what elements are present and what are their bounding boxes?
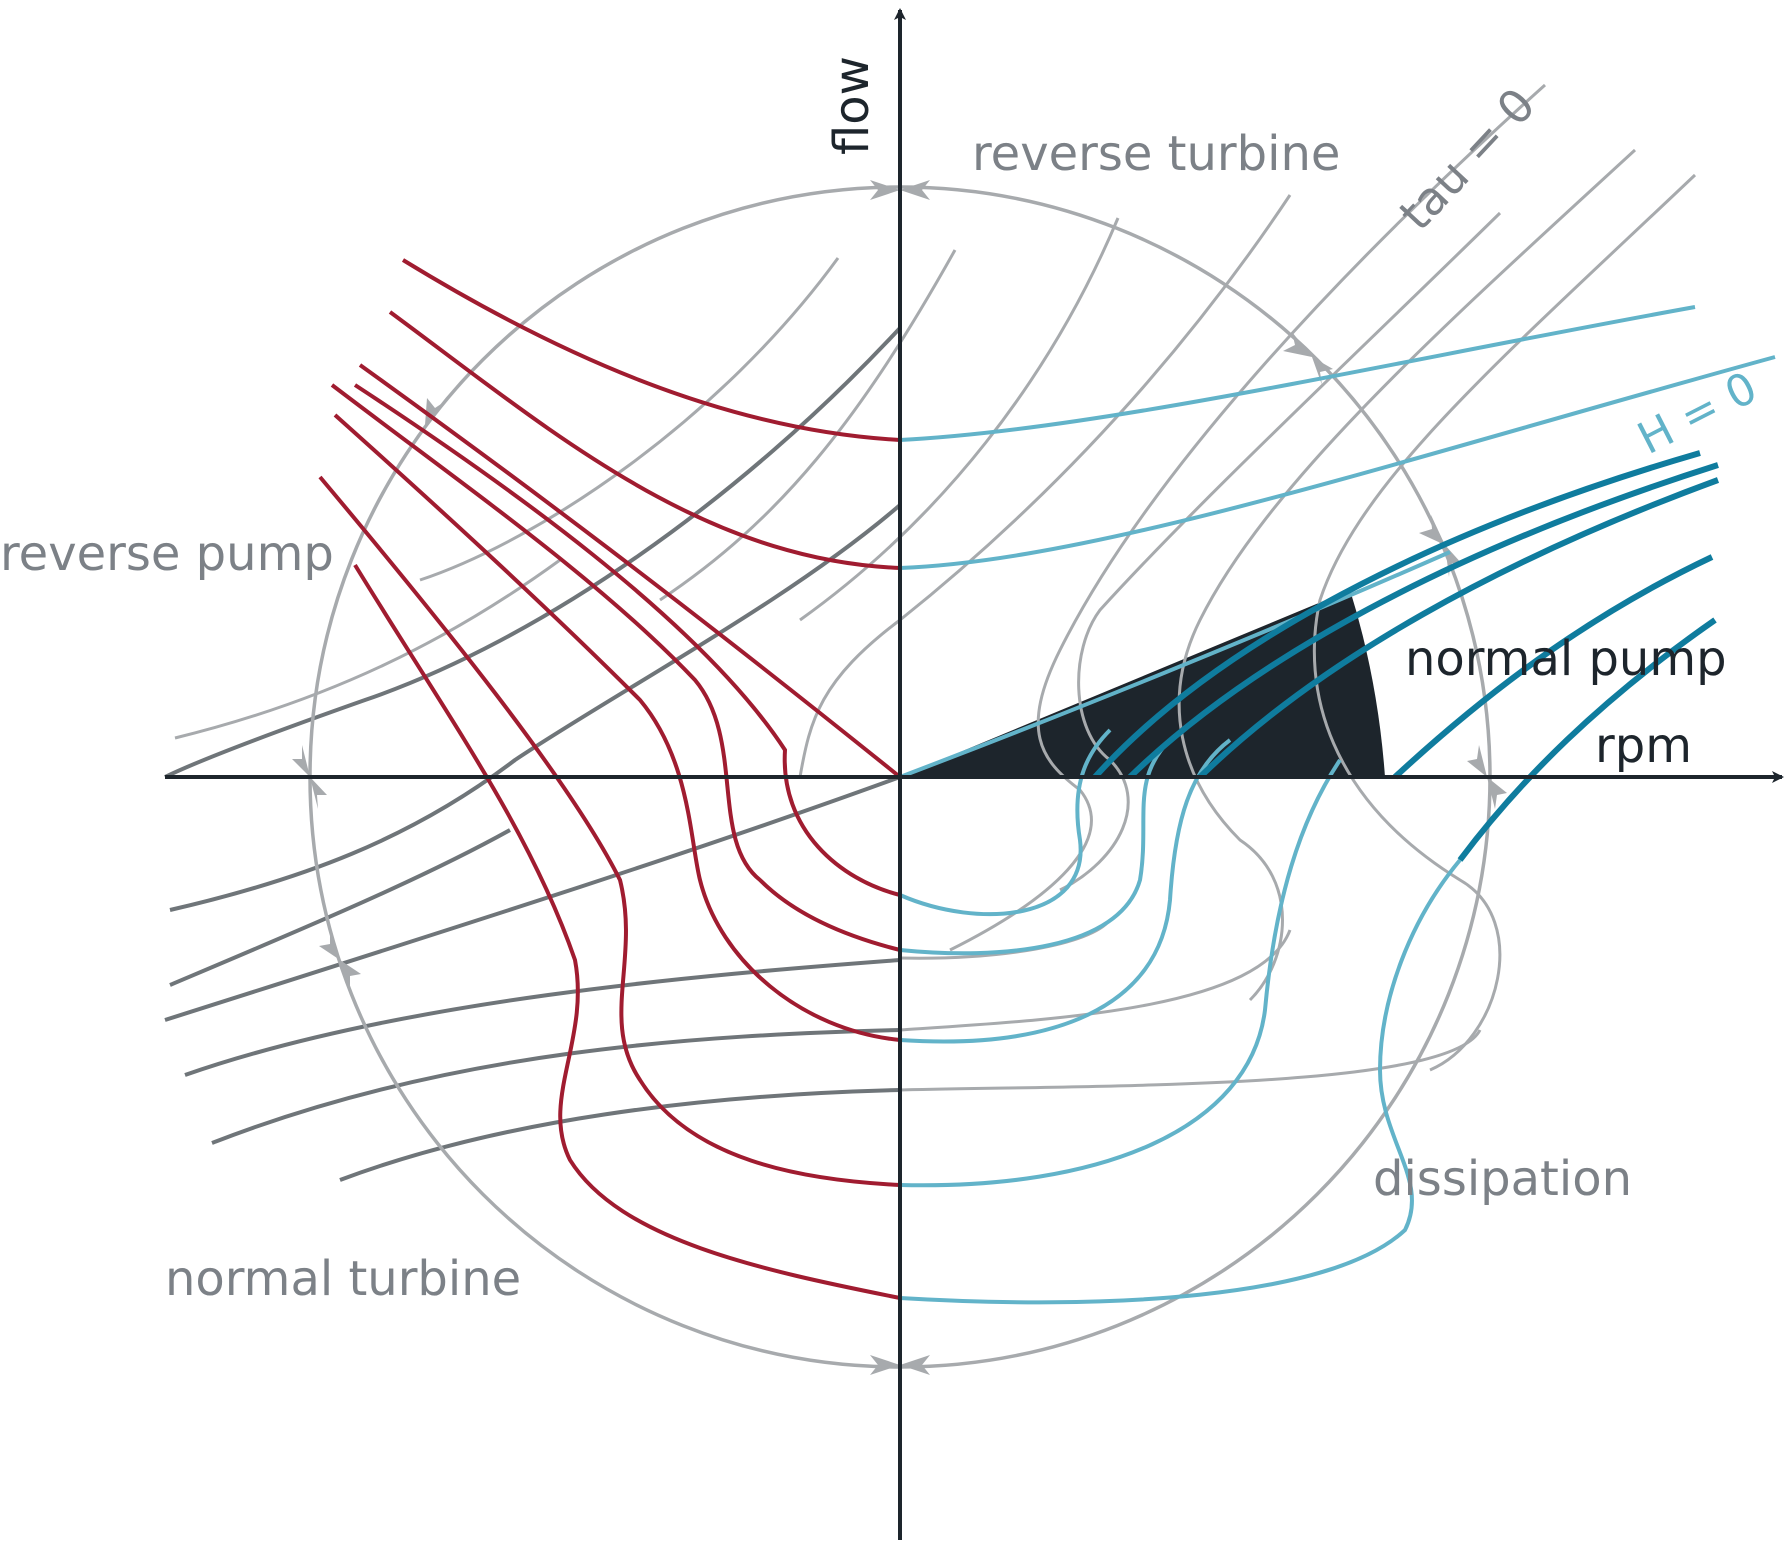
circle-arrows	[292, 180, 1507, 1375]
reverse-pump-label: reverse pump	[0, 526, 334, 582]
y-axis-label: flow	[824, 56, 880, 155]
dark-blue-curves	[1092, 450, 1720, 862]
tau-zero-label: tau = 0	[1389, 78, 1546, 241]
normal-pump-label: normal pump	[1405, 631, 1727, 687]
light-blue-curves	[899, 305, 1776, 1305]
dissipation-label: dissipation	[1373, 1151, 1632, 1207]
gray-dissipation-curves	[899, 919, 1482, 1092]
normal-turbine-label: normal turbine	[165, 1251, 521, 1307]
x-axis-label: rpm	[1595, 718, 1692, 774]
reverse-turbine-label: reverse turbine	[972, 126, 1340, 182]
red-curves	[318, 258, 902, 1300]
dark-gray-curves	[164, 326, 902, 1182]
